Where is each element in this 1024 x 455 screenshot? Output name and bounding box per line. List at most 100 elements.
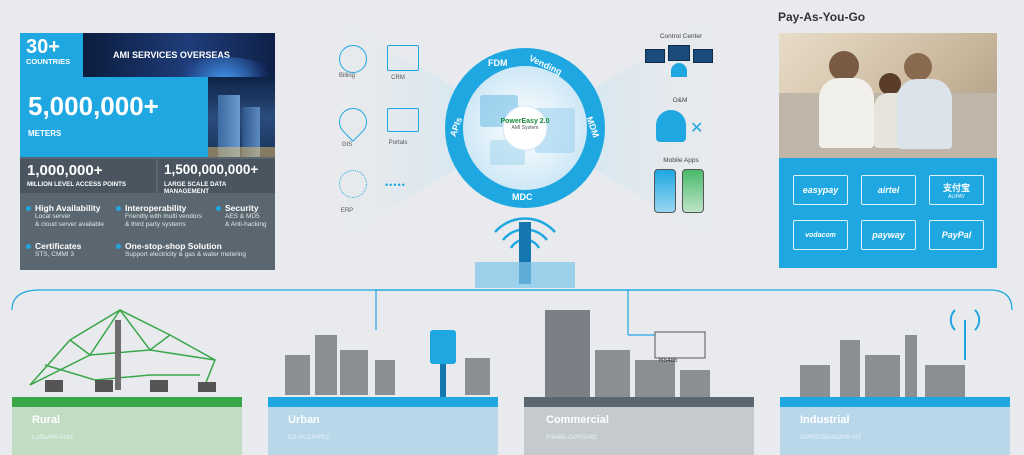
service-erp: ERP — [333, 170, 372, 214]
service-gis: GIS — [332, 102, 373, 148]
phone-icon — [682, 169, 704, 213]
bullet-icon — [26, 206, 31, 212]
urban-ground — [268, 397, 498, 407]
scenes-backdrop — [11, 289, 1013, 455]
feature-one-stop-shop: One-stop-shop Solution Support electrici… — [116, 241, 276, 259]
paypal-button[interactable]: PayPal — [929, 220, 984, 250]
bullet-icon — [116, 206, 121, 212]
meters-box: 5,000,000+ METERS — [20, 77, 208, 157]
om-label: O&M — [672, 97, 688, 104]
control-center-label: Control Center — [659, 33, 703, 40]
mobile-apps-label: Mobile Apps — [663, 157, 699, 164]
urban-meter-icon — [430, 330, 456, 364]
alipay-button[interactable]: 支付宝 ALIPAY — [929, 175, 984, 205]
building-image — [208, 77, 275, 157]
urban-pole — [440, 364, 446, 400]
service-label: CRM — [391, 75, 405, 81]
scene-title: Industrial — [800, 414, 850, 426]
core-sub: AMI System — [511, 125, 539, 131]
feature-line: & Anti-hacking — [225, 221, 267, 229]
more-dots: ••••• — [385, 180, 406, 190]
left-fan — [320, 10, 525, 250]
scene-title: Urban — [288, 414, 320, 426]
commercial-ground — [524, 397, 754, 407]
payway-button[interactable]: payway — [861, 220, 916, 250]
bullet-icon — [116, 244, 121, 250]
core-title: PowerEasy 2.0 — [500, 118, 550, 125]
urban-card-bg — [268, 407, 498, 455]
bullet-icon — [216, 206, 221, 212]
tools-icon: ✕ — [690, 120, 704, 137]
meters-label: METERS — [28, 129, 62, 138]
feature-title: High Availability — [35, 203, 101, 213]
alipay-sub: ALIPAY — [948, 193, 965, 200]
engineer-icon — [656, 110, 686, 142]
service-label: Portals — [388, 140, 408, 146]
easypay-button[interactable]: easypay — [793, 175, 848, 205]
feature-title: One-stop-shop Solution — [125, 241, 222, 251]
feature-security: Security AES & MD5& Anti-hacking — [216, 203, 276, 230]
payment-methods-panel: easypay airtel 支付宝 ALIPAY vodacom payway… — [779, 158, 997, 268]
data-value: 1,500,000,000+ — [164, 162, 259, 177]
airtel-button[interactable]: airtel — [861, 175, 916, 205]
alipay-name: 支付宝 — [942, 182, 970, 193]
access-value: 1,000,000+ — [27, 162, 103, 179]
access-label: MILLION LEVEL ACCESS POINTS — [27, 181, 127, 188]
rs485-meter-box — [654, 331, 706, 359]
commercial-tower-building — [545, 310, 590, 400]
feature-title: Certificates — [35, 241, 82, 251]
service-billing: Billing — [333, 45, 372, 79]
feature-title: Security — [225, 203, 259, 213]
network-icon — [338, 170, 367, 198]
feature-line: Support electricity & gas & water meteri… — [125, 251, 247, 258]
feature-line: Local server — [35, 213, 71, 220]
pay-title: Pay-As-You-Go — [778, 10, 866, 24]
scene-sub: G3-PLC/HPLC — [288, 434, 331, 441]
scene-sub: GPRS/3G/4G/NB-IoT — [800, 434, 862, 441]
phone-icon — [654, 169, 676, 213]
feature-certificates: Certificates STS, CMMI 3 — [26, 241, 116, 259]
feature-line: Friendly with multi vendors — [125, 213, 202, 220]
crm-icon — [386, 45, 419, 71]
countries-value: 30+ — [26, 36, 60, 58]
access-box: 1,000,000+ MILLION LEVEL ACCESS POINTS — [20, 159, 156, 193]
feature-line: STS, CMMI 3 — [35, 251, 75, 258]
overseas-banner: AMI SERVICES OVERSEAS — [83, 33, 275, 77]
rural-card-bg — [12, 407, 242, 455]
rural-mesh — [29, 308, 216, 386]
rural-houses — [45, 380, 216, 392]
industrial-signal-icon — [949, 309, 981, 360]
monitor-globe-icon — [386, 108, 419, 132]
control-center-icon — [645, 45, 713, 77]
scene-title: Commercial — [546, 414, 609, 426]
rural-tower — [115, 320, 121, 390]
scene-urban: Urban G3-PLC/HPLC — [288, 414, 331, 441]
data-box: 1,500,000,000+ LARGE SCALE DATA MANAGEME… — [158, 159, 275, 195]
ring-fdm: FDM — [488, 58, 508, 68]
scene-rural: Rural LoRa/Wi-SUN — [32, 414, 73, 441]
industrial-buildings — [800, 335, 965, 400]
tower-icon — [475, 217, 575, 288]
ring-mdc: MDC — [512, 192, 533, 202]
countries-box: 30+ COUNTRIES — [20, 33, 83, 77]
countries-label: COUNTRIES — [26, 57, 71, 66]
commercial-buildings — [595, 350, 710, 400]
family-photo — [779, 33, 997, 158]
rural-ground — [12, 397, 242, 407]
billing-icon — [338, 45, 367, 73]
location-pin-icon — [332, 102, 373, 142]
scene-sub: RS485-GPRS/4G — [546, 434, 597, 441]
feature-title: Interoperability — [125, 203, 187, 213]
feature-line: & cloud server available — [35, 221, 105, 229]
vodacom-button[interactable]: vodacom — [793, 220, 848, 250]
service-label: GIS — [341, 142, 353, 148]
meters-value: 5,000,000+ — [28, 91, 159, 121]
data-label: LARGE SCALE DATA MANAGEMENT — [164, 180, 227, 195]
commercial-card-bg — [524, 407, 754, 455]
earth-glow — [165, 57, 275, 77]
bullet-icon — [26, 244, 31, 250]
feature-line: & third party systems — [125, 221, 186, 229]
service-label: Billing — [338, 73, 355, 79]
scene-sub: LoRa/Wi-SUN — [32, 434, 73, 441]
service-crm: CRM — [382, 45, 423, 81]
